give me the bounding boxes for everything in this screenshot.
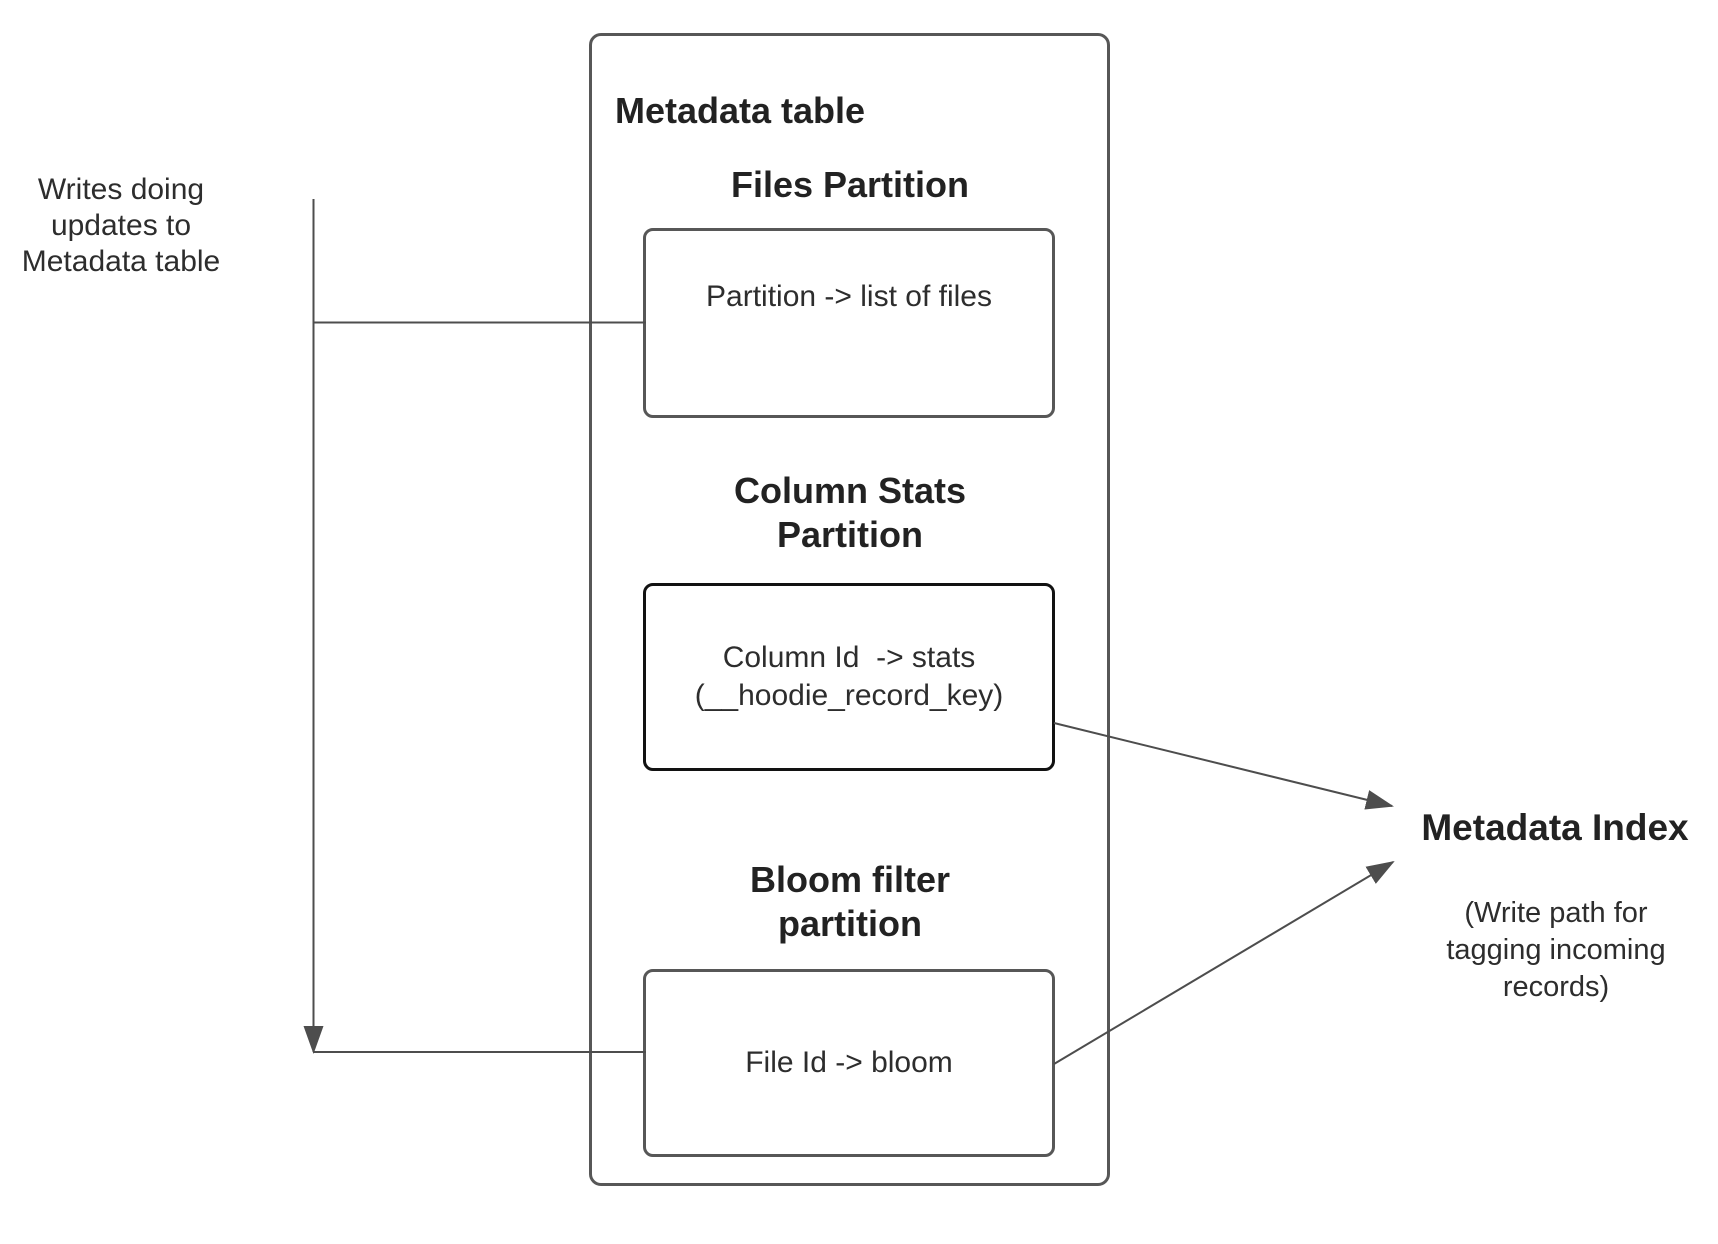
metadata-table-box [589, 33, 1110, 1186]
column-stats-box-line1: Column Id -> stats [722, 641, 976, 674]
bloom-filter-partition-box: File Id -> bloom [643, 969, 1055, 1157]
column-stats-partition-heading: Column Stats Partition [733, 470, 966, 555]
bloom-filter-box-text: File Id -> bloom [745, 1046, 953, 1079]
files-partition-box: Partition -> list of files [643, 228, 1055, 418]
files-partition-heading: Files Partition [730, 164, 970, 205]
writes-updates-label: Writes doing updates to Metadata table [21, 173, 221, 278]
column-stats-partition-box: Column Id -> stats (__hoodie_record_key) [643, 583, 1055, 771]
metadata-index-note: (Write path for tagging incoming records… [1446, 897, 1666, 1003]
metadata-table-title: Metadata table [615, 90, 866, 131]
metadata-index-title: Metadata Index [1421, 807, 1689, 848]
column-stats-box-line2: (__hoodie_record_key) [694, 679, 1004, 712]
bloom-filter-partition-heading: Bloom filter partition [749, 859, 950, 944]
files-partition-box-text: Partition -> list of files [706, 280, 992, 313]
